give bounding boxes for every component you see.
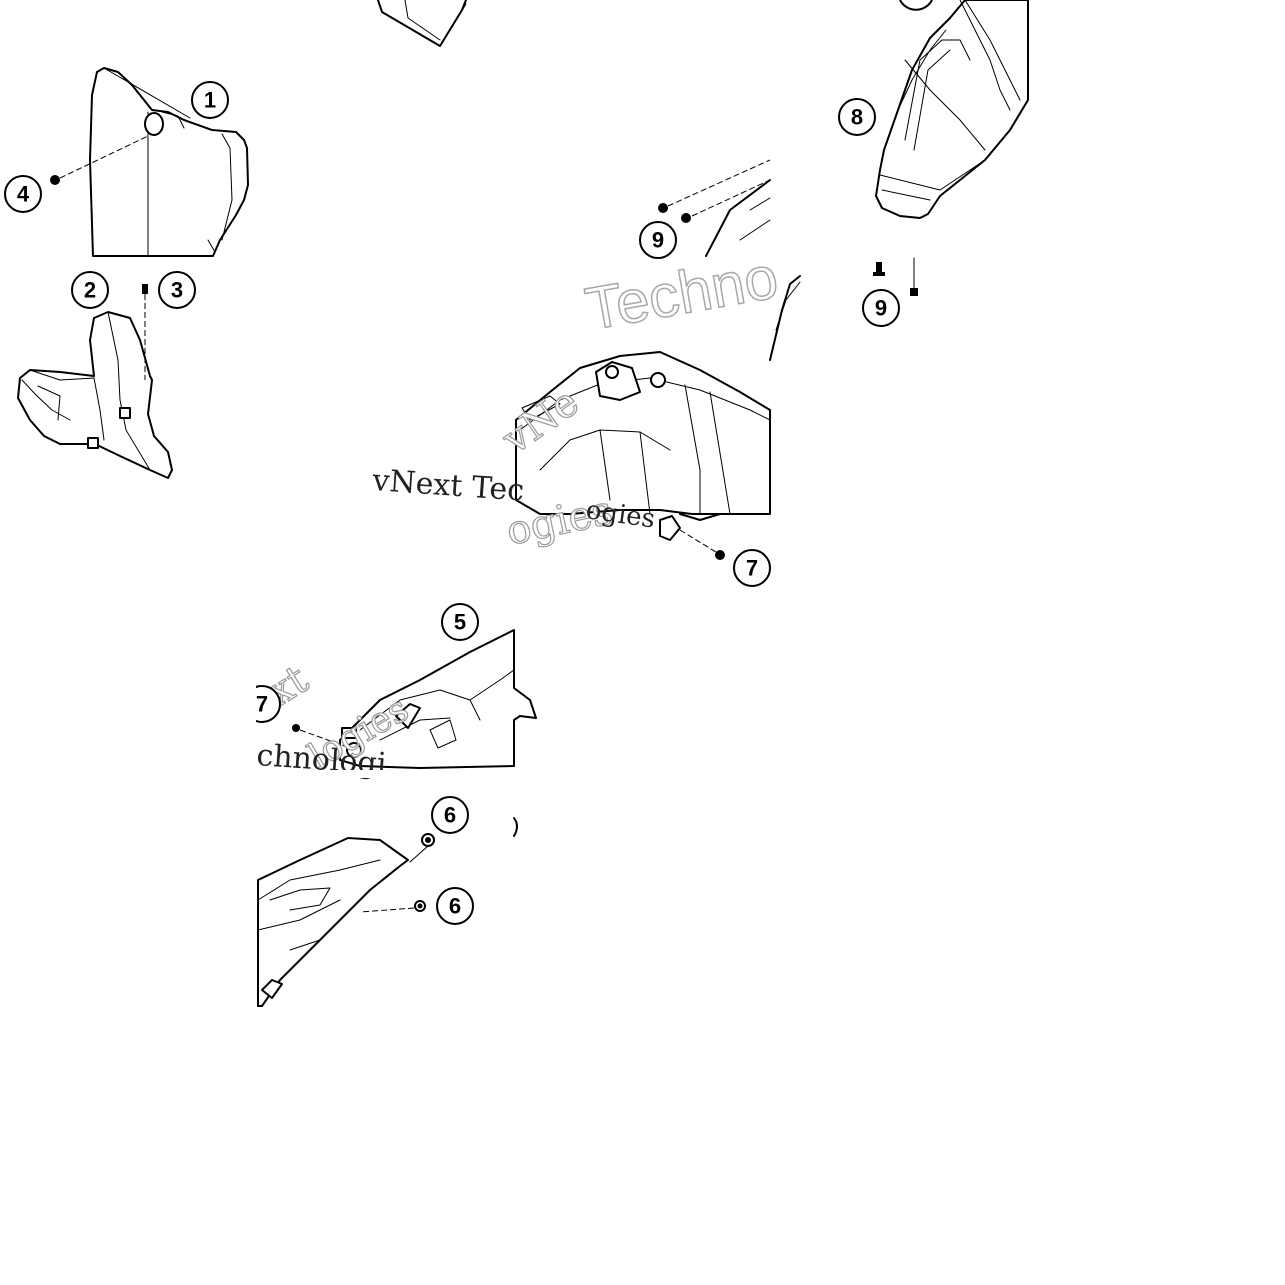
fastener-7-center [659,513,725,560]
watermark-techno: Techno [581,243,783,343]
fastener-9-pair-right [873,257,918,296]
fastener-9-pair-left [658,159,771,223]
callout-2: 2 [71,271,109,309]
callout-9-upper: 9 [639,221,677,259]
callout-6-lower: 6 [436,887,474,925]
fastener-7-left [292,724,351,749]
callout-9-right: 9 [862,289,900,327]
top-fragment-part [377,0,467,47]
callout-9-upper-label: 9 [652,228,664,253]
fastener-3 [142,284,148,380]
callout-3: 3 [158,271,196,309]
part-6-side-cover [257,837,409,1007]
callout-6-upper-label: 6 [444,803,456,828]
fastener-4 [50,135,149,185]
small-bracket-fragment [513,817,518,837]
part-fragment-center-right [705,179,801,361]
callout-7-left-clip [240,680,256,730]
part-8-rear-fender [875,0,1029,219]
callout-8: 8 [838,98,876,136]
callout-6-lower-label: 6 [449,894,461,919]
callout-8-label: 8 [851,105,863,130]
callout-9-right-label: 9 [875,296,887,321]
callout-2-label: 2 [84,278,96,303]
watermark-vnext-serif: vNext Tec [370,463,525,509]
fastener-6-pair [359,833,435,913]
callout-4: 4 [4,175,42,213]
callout-3-label: 3 [171,278,183,303]
part-1-headlight-mask [89,67,249,257]
callout-4-label: 4 [17,182,30,207]
callout-1-label: 1 [204,88,216,113]
callout-6-upper: 6 [431,796,469,834]
callout-7-left-label: 7 [256,692,268,717]
callout-5: 5 [441,603,479,641]
part-5-rear-section [339,629,537,769]
part-front-fender-center [515,351,771,515]
callout-7-center: 7 [733,549,771,587]
callout-top-right-fragment [899,0,933,11]
mask-bottom-center [256,770,516,778]
callout-1: 1 [191,81,229,119]
callout-5-label: 5 [454,610,466,635]
part-2-bracket [17,311,173,479]
callout-7-center-label: 7 [746,556,758,581]
